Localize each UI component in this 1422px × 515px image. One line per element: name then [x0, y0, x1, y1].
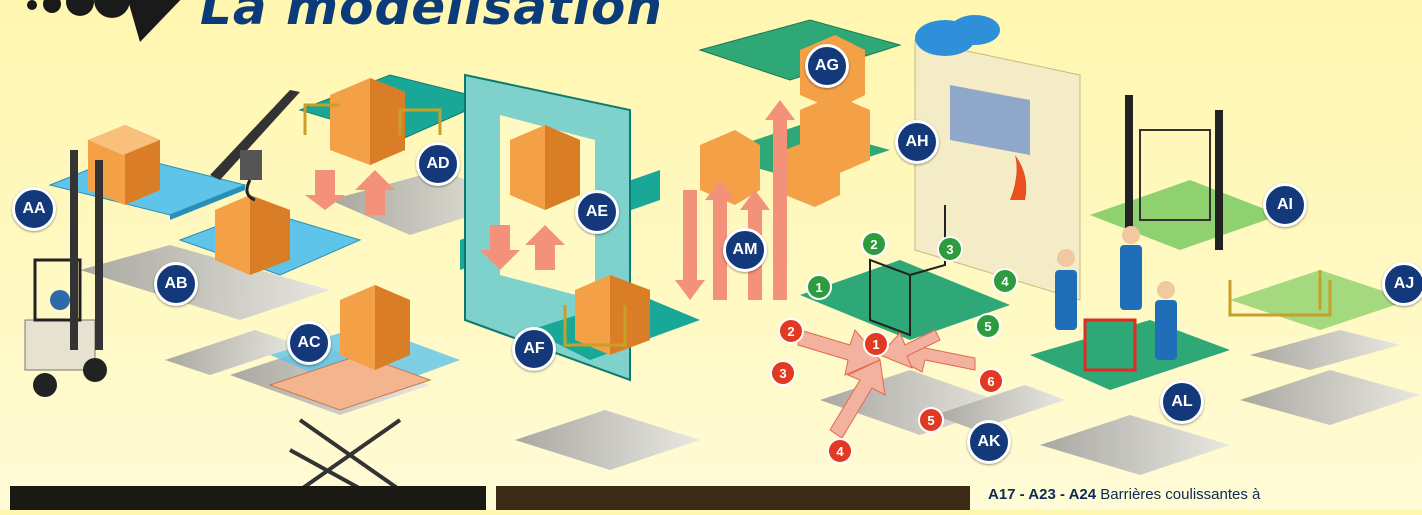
badge-ae: AE — [575, 190, 619, 234]
platform-ag — [675, 20, 900, 300]
badge-ad: AD — [416, 142, 460, 186]
caption-text: Barrières coulissantes à — [1100, 486, 1260, 503]
badge-ak: AK — [967, 420, 1011, 464]
badge-aa: AA — [12, 187, 56, 231]
green-number-3: 3 — [937, 236, 963, 262]
badge-af: AF — [512, 327, 556, 371]
page-title: La modélisation — [200, 0, 663, 36]
badge-ab: AB — [154, 262, 198, 306]
scissor-lift-ac — [270, 285, 460, 505]
red-number-1: 1 — [863, 331, 889, 357]
red-number-6: 6 — [978, 368, 1004, 394]
badge-am: AM — [723, 228, 767, 272]
badge-ai: AI — [1263, 183, 1307, 227]
red-number-5: 5 — [918, 407, 944, 433]
cage-ai — [1090, 95, 1280, 250]
green-number-1: 1 — [806, 274, 832, 300]
green-number-2: 2 — [861, 231, 887, 257]
green-number-5: 5 — [975, 313, 1001, 339]
red-number-2: 2 — [778, 318, 804, 344]
badge-ah: AH — [895, 120, 939, 164]
badge-aj: AJ — [1382, 262, 1422, 306]
badge-al: AL — [1160, 380, 1204, 424]
red-number-3: 3 — [770, 360, 796, 386]
logo-shapes — [27, 0, 190, 42]
green-number-4: 4 — [992, 268, 1018, 294]
caption-codes: A17 - A23 - A24 — [988, 486, 1096, 503]
badge-ag: AG — [805, 44, 849, 88]
caption: A17 - A23 - A24 Barrières coulissantes à — [988, 486, 1422, 503]
photo-right — [496, 486, 970, 510]
red-number-4: 4 — [827, 438, 853, 464]
badge-ac: AC — [287, 321, 331, 365]
photo-left — [10, 486, 486, 510]
